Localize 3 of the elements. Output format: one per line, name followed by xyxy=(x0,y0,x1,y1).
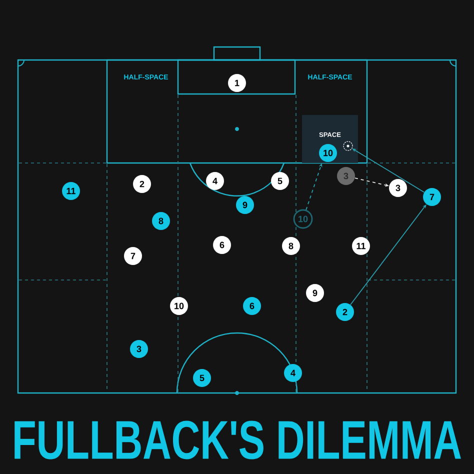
ball-icon xyxy=(343,141,353,151)
title: FULLBACK'S DILEMMA xyxy=(14,420,461,460)
arrow xyxy=(352,148,425,193)
